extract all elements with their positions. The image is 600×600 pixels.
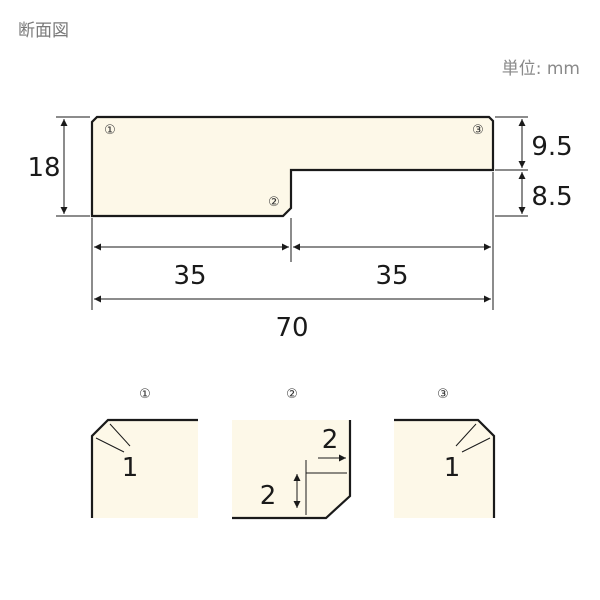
page-title: 断面図 <box>18 21 69 41</box>
detail-2-label: ② <box>286 387 298 402</box>
dim-text-70: 70 <box>275 313 308 343</box>
detail-3-chamfer: 1 <box>444 453 461 483</box>
marker-3: ③ <box>472 123 484 138</box>
dim-widths: 35 35 70 <box>91 172 494 343</box>
detail-1: ① 1 <box>90 387 198 518</box>
dim-text-35-right: 35 <box>375 261 408 291</box>
profile-shape <box>90 115 495 218</box>
dim-height-total: 18 <box>27 116 90 217</box>
detail-1-label: ① <box>139 387 151 402</box>
dim-text-35-left: 35 <box>173 261 206 291</box>
detail-2-chamfer-h: 2 <box>322 425 339 455</box>
marker-1: ① <box>104 123 116 138</box>
dim-text-18: 18 <box>27 153 60 183</box>
marker-2: ② <box>268 195 280 210</box>
unit-label: 単位: mm <box>501 59 580 79</box>
detail-1-chamfer: 1 <box>122 453 139 483</box>
detail-2: ② 2 2 <box>232 387 352 520</box>
detail-3: ③ 1 <box>394 387 496 518</box>
detail-3-label: ③ <box>437 387 449 402</box>
dim-text-9-5: 9.5 <box>531 132 572 162</box>
dim-text-8-5: 8.5 <box>531 182 572 212</box>
dim-right-stack: 9.5 8.5 <box>495 116 573 217</box>
detail-2-chamfer-v: 2 <box>260 481 277 511</box>
